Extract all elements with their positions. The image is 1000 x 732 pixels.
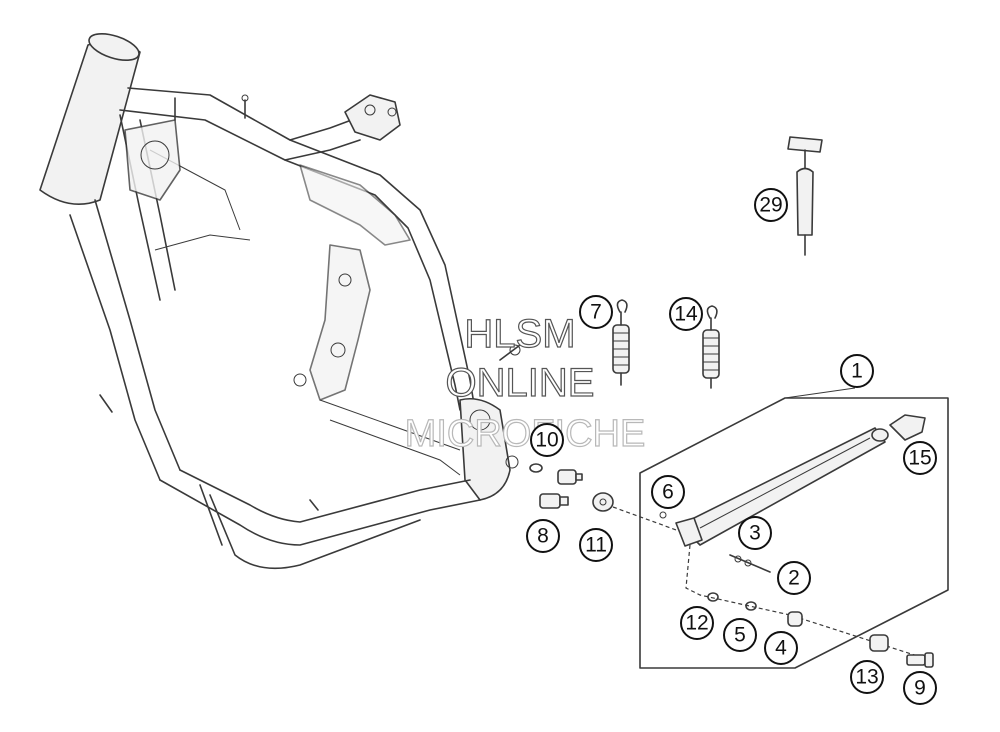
frame-drawing xyxy=(39,33,521,570)
callout-5: 5 xyxy=(723,618,757,652)
watermark-line-1: HLSM xyxy=(464,312,575,356)
svg-text:9: 9 xyxy=(914,677,926,700)
callouts: 1 2 3 4 5 6 7 8 xyxy=(526,188,937,705)
svg-text:14: 14 xyxy=(674,303,698,326)
watermark-line-3: MICROFICHE xyxy=(405,413,646,455)
spring-14-drawing xyxy=(702,305,720,389)
callout-7: 7 xyxy=(579,295,613,329)
svg-text:2: 2 xyxy=(788,567,800,590)
bolt-near-10-drawing xyxy=(557,469,583,485)
watermark: HLSM ONLINE MICROFICHE xyxy=(404,311,646,455)
svg-text:1: 1 xyxy=(851,360,863,383)
svg-text:5: 5 xyxy=(734,624,746,647)
svg-text:3: 3 xyxy=(749,522,761,545)
svg-text:13: 13 xyxy=(855,666,878,689)
callout-14: 14 xyxy=(669,297,703,331)
callout-4: 4 xyxy=(764,631,798,665)
callout-11: 11 xyxy=(579,528,613,562)
callout-3: 3 xyxy=(738,516,772,550)
bolt-8-drawing xyxy=(539,493,569,509)
tool-29-drawing xyxy=(787,136,823,256)
bolt-9-drawing xyxy=(906,652,934,668)
svg-text:11: 11 xyxy=(585,534,607,557)
svg-text:15: 15 xyxy=(908,447,931,470)
callout-29: 29 xyxy=(754,188,788,222)
callout-10: 10 xyxy=(530,423,564,457)
bushing-4-drawing xyxy=(787,611,803,627)
svg-text:10: 10 xyxy=(535,429,558,452)
callout-8: 8 xyxy=(526,519,560,553)
svg-text:8: 8 xyxy=(537,525,549,548)
callout-15: 15 xyxy=(903,441,937,475)
callout-2: 2 xyxy=(777,561,811,595)
svg-text:12: 12 xyxy=(685,612,708,635)
spring-7-drawing xyxy=(612,299,630,386)
callout-6: 6 xyxy=(651,475,685,509)
svg-text:6: 6 xyxy=(662,481,674,504)
svg-text:4: 4 xyxy=(775,637,787,660)
callout-13: 13 xyxy=(850,660,884,694)
callout-9: 9 xyxy=(903,671,937,705)
callout-1: 1 xyxy=(840,354,874,388)
spacer-13-drawing xyxy=(869,634,889,652)
svg-text:29: 29 xyxy=(759,194,782,217)
watermark-line-2: ONLINE xyxy=(446,361,595,405)
svg-text:7: 7 xyxy=(590,301,602,324)
small-parts-drawing xyxy=(529,136,823,536)
callout-12: 12 xyxy=(680,606,714,640)
side-stand-assembly-drawing xyxy=(639,387,949,669)
